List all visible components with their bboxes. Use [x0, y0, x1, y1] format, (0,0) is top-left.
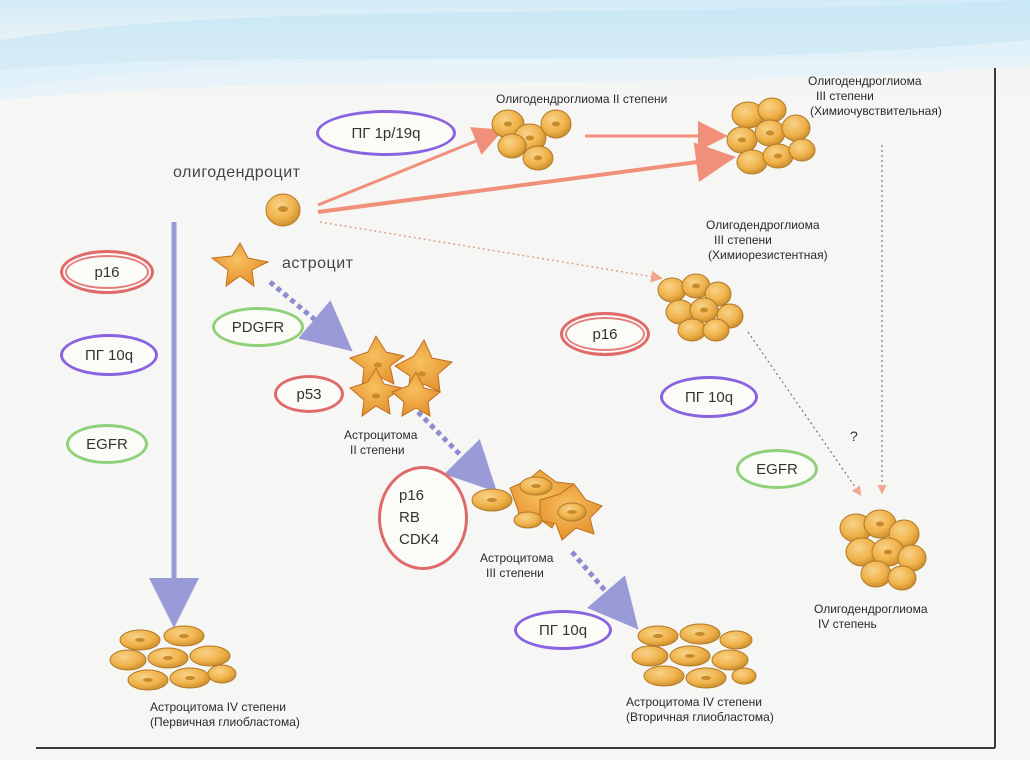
label-astro3-line1: Астроцитома: [480, 551, 554, 565]
label-astro4-secondary: Астроцитома IV степени (Вторичная глиобл…: [626, 695, 774, 725]
label-oligo3-sensitive-line2: III степени: [816, 89, 874, 103]
label-astro4-secondary-line1: Астроцитома IV степени: [626, 695, 762, 709]
oligo2-cluster: [491, 109, 572, 171]
marker-pg10q-right: ПГ 10q: [660, 376, 758, 418]
marker-pg10q-bottom: ПГ 10q: [514, 610, 612, 650]
astrocyte-cell: [210, 241, 270, 288]
label-oligodendrocyte: олигодендроцит: [173, 164, 301, 181]
arrow-astrocyte-to-astro2: [268, 280, 353, 352]
marker-egfr-left: EGFR: [66, 424, 148, 464]
label-oligo3-resistant: Олигодендроглиома III степени (Химиорези…: [706, 218, 828, 263]
arrow-oligodendrocyte-to-oligo3: [317, 142, 736, 214]
arrow-astro2-to-astro3: [416, 410, 498, 493]
label-oligo3-resistant-line2: III степени: [714, 233, 772, 247]
label-oligo4-line2: IV степень: [818, 617, 877, 631]
oligodendrocyte-cell: [265, 193, 301, 227]
label-oligo3-sensitive-line3: (Химиочувствительная): [810, 104, 942, 118]
arrow-oligodendrocyte-to-oligo2: [317, 127, 504, 207]
label-astro3: Астроцитома III степени: [480, 551, 553, 581]
astro3-cluster: [471, 469, 603, 541]
arrows: [149, 121, 887, 630]
label-astro2: Астроцитома II степени: [344, 428, 417, 458]
astro4-secondary-cluster: [631, 623, 757, 689]
marker-pdgfr: PDGFR: [212, 307, 304, 347]
marker-p16-rb-cdk4: p16 RB CDK4: [378, 466, 468, 570]
label-astro2-line1: Астроцитома: [344, 428, 418, 442]
label-astro4-primary-line2: (Первичная глиобластома): [150, 715, 300, 729]
label-oligo3-sensitive-line1: Олигодендроглиома: [808, 74, 922, 88]
diagram-frame: [36, 68, 996, 749]
marker-combo-p16: p16: [399, 487, 425, 504]
label-oligo4-line1: Олигодендроглиома: [814, 602, 928, 616]
label-astro2-line2: II степени: [350, 443, 405, 457]
marker-egfr-right: EGFR: [736, 449, 818, 489]
label-astrocyte: астроцит: [282, 255, 354, 272]
label-astro4-primary: Астроцитома IV степени (Первичная глиобл…: [150, 700, 300, 730]
label-astro3-line2: III степени: [486, 566, 544, 580]
astro2-cluster: [348, 334, 454, 418]
arrow-astro3-to-astro4: [570, 550, 639, 630]
question-mark: ?: [850, 428, 858, 444]
label-oligo4: Олигодендроглиома IV степень: [814, 602, 928, 632]
label-astro4-primary-line1: Астроцитома IV степени: [150, 700, 286, 714]
marker-p53: p53: [274, 375, 344, 413]
oligo4-cluster: [839, 509, 927, 591]
marker-pg-1p19q: ПГ 1p/19q: [316, 110, 456, 156]
header-band: [0, 0, 1030, 110]
label-oligo3-sensitive: Олигодендроглиома III степени (Химиочувс…: [808, 74, 942, 119]
label-oligo3-resistant-line3: (Химиорезистентная): [708, 248, 828, 262]
marker-p16-left: p16: [60, 250, 154, 294]
label-oligo2: Олигодендроглиома II степени: [496, 92, 668, 106]
marker-combo-rb: RB: [399, 509, 420, 526]
marker-combo-cdk4: CDK4: [399, 531, 440, 548]
arrow-oligodendrocyte-to-oligo3-res: [319, 221, 663, 283]
marker-p16-right: p16: [560, 312, 650, 356]
label-oligo3-resistant-line1: Олигодендроглиома: [706, 218, 820, 232]
oligo3-resistant-cluster: [657, 273, 744, 342]
oligo3-sensitive-cluster: [726, 97, 816, 175]
astro4-primary-cluster: [109, 625, 237, 691]
label-astro4-secondary-line2: (Вторичная глиобластома): [626, 710, 774, 724]
marker-pg10q-left: ПГ 10q: [60, 334, 158, 376]
